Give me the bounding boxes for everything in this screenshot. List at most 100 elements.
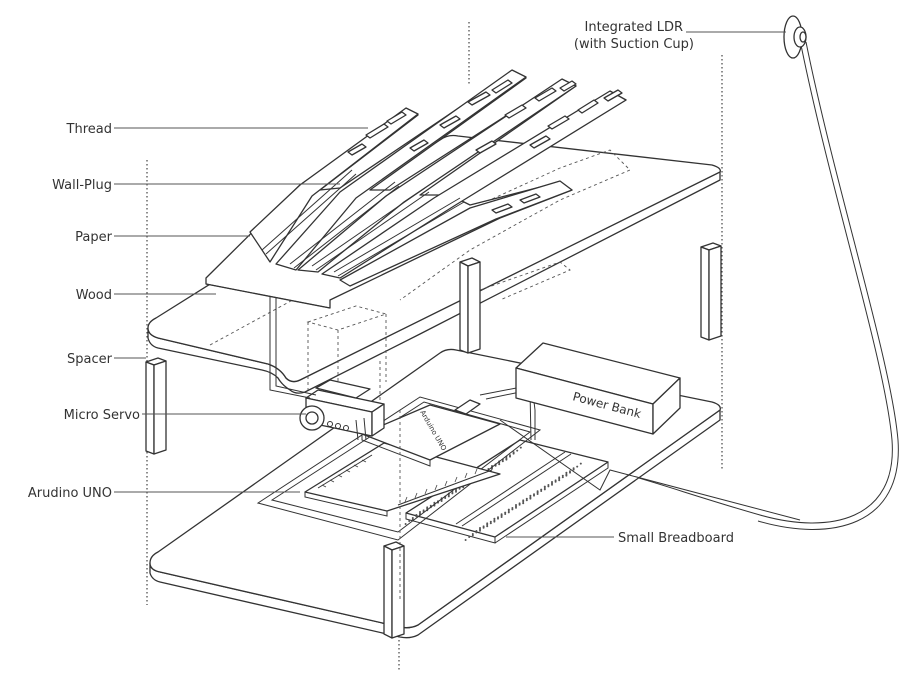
breadboard-hole [507, 510, 510, 512]
breadboard-hole [572, 467, 575, 470]
breadboard-hole [547, 485, 550, 488]
breadboard-hole [479, 529, 481, 532]
breadboard-hole [415, 515, 418, 518]
label-ldr-line2: (with Suction Cup) [574, 37, 694, 52]
label-arduino-uno: Arudino UNO [28, 486, 112, 501]
breadboard-hole [455, 489, 457, 492]
breadboard-hole [515, 504, 517, 506]
breadboard-hole [543, 488, 546, 491]
breadboard-hole [489, 520, 492, 523]
breadboard-hole [543, 487, 546, 489]
breadboard-hole [529, 496, 532, 499]
breadboard-hole [540, 488, 543, 491]
breadboard-hole [426, 506, 429, 509]
spacer-front-right [383, 541, 405, 639]
breadboard-hole [525, 497, 528, 500]
label-wall-plug: Wall-Plug [52, 178, 112, 193]
breadboard-hole [509, 455, 511, 458]
breadboard-hole [455, 490, 457, 493]
breadboard-hole [512, 452, 515, 455]
breadboard-hole [569, 470, 571, 473]
breadboard-hole [518, 502, 521, 505]
breadboard-hole [468, 536, 471, 538]
breadboard-hole [551, 483, 553, 486]
breadboard-hole [500, 516, 503, 518]
breadboard-hole [486, 523, 489, 526]
breadboard-hole [565, 473, 568, 476]
breadboard-hole [419, 511, 421, 513]
breadboard-hole [554, 480, 557, 483]
labels: Thread Wall-Plug Paper Wood Spacer Micro… [28, 20, 734, 546]
label-ldr-line1: Integrated LDR [585, 20, 684, 35]
breadboard-hole [501, 460, 504, 463]
breadboard-hole [507, 508, 510, 511]
paper-hand [205, 69, 627, 309]
breadboard-hole [479, 527, 481, 529]
breadboard-hole [451, 492, 454, 495]
breadboard-hole [482, 526, 485, 529]
breadboard-hole [558, 476, 561, 479]
breadboard-hole [561, 474, 564, 477]
label-paper: Paper [75, 230, 112, 245]
label-spacer: Spacer [67, 352, 113, 367]
breadboard-hole [551, 482, 553, 485]
label-wood: Wood [76, 288, 112, 303]
breadboard-hole [471, 534, 474, 537]
breadboard-hole [522, 499, 525, 502]
breadboard-hole [493, 520, 496, 523]
breadboard-hole [509, 454, 511, 457]
breadboard-hole [529, 497, 532, 500]
breadboard-hole [486, 525, 489, 528]
breadboard-hole [489, 522, 492, 525]
breadboard-hole [471, 533, 474, 535]
breadboard-hole [479, 528, 481, 531]
breadboard-hole [505, 458, 508, 461]
breadboard-hole [433, 501, 436, 504]
breadboard-hole [536, 490, 539, 493]
breadboard-hole [540, 490, 543, 492]
breadboard-hole [561, 476, 564, 479]
breadboard-hole [505, 457, 508, 460]
breadboard-hole [493, 519, 496, 522]
breadboard-hole [518, 503, 521, 506]
breadboard-hole [511, 508, 514, 511]
alignment-lines [146, 22, 723, 670]
breadboard-hole [458, 487, 461, 490]
breadboard-hole [511, 507, 514, 509]
breadboard-hole [579, 462, 582, 465]
breadboard-hole [533, 493, 535, 496]
breadboard-hole [500, 514, 503, 517]
breadboard-hole [576, 465, 579, 468]
breadboard-hole [519, 446, 522, 449]
breadboard-hole [569, 471, 571, 474]
breadboard-hole [547, 484, 550, 486]
breadboard-hole [464, 539, 467, 541]
breadboard-hole [498, 463, 501, 466]
breadboard-hole [515, 505, 517, 508]
breadboard-hole [415, 514, 418, 516]
leader-lines [114, 31, 786, 538]
spacer-back-middle [459, 257, 481, 354]
breadboard-hole [486, 522, 489, 525]
breadboard-hole [554, 479, 557, 482]
spacer-front-left [145, 357, 167, 455]
breadboard-hole [522, 500, 525, 503]
breadboard-hole [512, 451, 515, 454]
breadboard-hole [440, 500, 443, 502]
breadboard-hole [447, 495, 450, 498]
breadboard-hole [507, 511, 510, 514]
breadboard-hole [422, 509, 425, 512]
breadboard-hole [536, 493, 539, 495]
breadboard-hole [500, 513, 503, 516]
breadboard-hole [497, 516, 499, 519]
breadboard-hole [515, 506, 517, 509]
breadboard-hole [558, 479, 561, 482]
small-breadboard [404, 439, 609, 544]
breadboard-hole [551, 481, 553, 483]
breadboard-hole [419, 512, 421, 515]
breadboard-hole [516, 449, 519, 452]
breadboard-hole [504, 513, 507, 515]
arduino-uno: Arduino UNO [256, 396, 542, 541]
breadboard-hole [491, 467, 493, 470]
